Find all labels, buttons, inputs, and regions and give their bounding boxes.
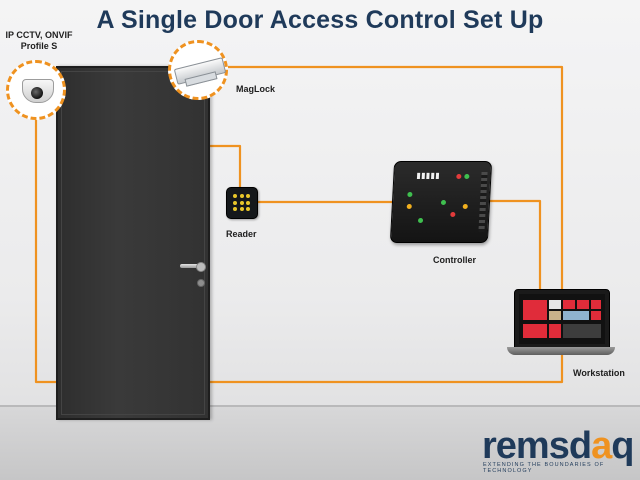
- door-handle-rose: [196, 262, 206, 272]
- logo-text-end: q: [611, 425, 634, 467]
- door-frame-inset: [61, 71, 205, 415]
- screen-tile: [563, 300, 575, 309]
- screen-tile: [549, 324, 561, 338]
- logo-tagline: EXTENDING THE BOUNDARIES OF TECHNOLOGY: [483, 462, 605, 474]
- controller-brand-mark: ▮▮▮▮▮: [416, 171, 441, 180]
- dome-camera-icon: [6, 60, 66, 120]
- access-controller-icon: ▮▮▮▮▮: [389, 161, 493, 243]
- wire-camera-to-workstation: [34, 120, 564, 384]
- wire-controller-to-workstation: [488, 199, 542, 290]
- screen-tile: [549, 311, 561, 320]
- screen-tile: [523, 300, 547, 320]
- wire-maglock-to-workstation: [228, 65, 564, 370]
- keypad-reader-icon: [226, 187, 258, 219]
- magnetic-lock-icon: [168, 40, 228, 100]
- controller-led: [462, 204, 468, 209]
- floor-skirting: [0, 405, 640, 407]
- screen-tile: [591, 300, 601, 309]
- reader-label: Reader: [226, 229, 257, 239]
- camera-label: IP CCTV, ONVIF Profile S: [4, 30, 74, 52]
- controller-terminal-ports: [478, 172, 488, 232]
- camera-lens: [31, 87, 43, 99]
- screen-tile: [563, 311, 589, 320]
- maglock-label: MagLock: [236, 84, 276, 94]
- door: [56, 66, 210, 420]
- reader-key: [246, 194, 251, 198]
- reader-key: [239, 200, 244, 205]
- reader-key: [233, 194, 237, 198]
- controller-label: Controller: [433, 255, 477, 265]
- door-keyhole: [197, 279, 205, 287]
- door-handle-lever: [180, 264, 200, 268]
- laptop-base: [507, 347, 615, 355]
- reader-key: [233, 207, 237, 212]
- controller-led: [450, 212, 456, 217]
- laptop-icon: [514, 289, 610, 349]
- screen-tile: [549, 300, 561, 309]
- screen-tile: [523, 324, 547, 338]
- reader-key: [239, 207, 244, 212]
- controller-led: [440, 200, 447, 205]
- reader-keypad: [233, 194, 251, 212]
- reader-key: [239, 194, 244, 198]
- screen-tile: [591, 311, 601, 320]
- controller-led: [464, 174, 470, 179]
- controller-led: [456, 174, 462, 179]
- controller-led: [417, 218, 424, 223]
- laptop-display: [519, 294, 605, 344]
- screen-tile: [577, 300, 589, 309]
- camera-label-line2: Profile S: [20, 41, 58, 51]
- diagram-title: A Single Door Access Control Set Up: [96, 6, 544, 34]
- reader-key: [246, 200, 251, 205]
- camera-label-line1: IP CCTV, ONVIF: [5, 30, 73, 40]
- workstation-label: Workstation: [573, 368, 625, 378]
- logo-text-main: remsd: [482, 425, 592, 467]
- company-logo: remsdaq: [482, 425, 634, 467]
- controller-led: [406, 204, 412, 209]
- reader-key: [233, 200, 237, 205]
- screen-tile: [563, 324, 601, 338]
- logo-text-accent: a: [591, 425, 612, 467]
- controller-led: [407, 192, 413, 197]
- reader-key: [246, 207, 251, 212]
